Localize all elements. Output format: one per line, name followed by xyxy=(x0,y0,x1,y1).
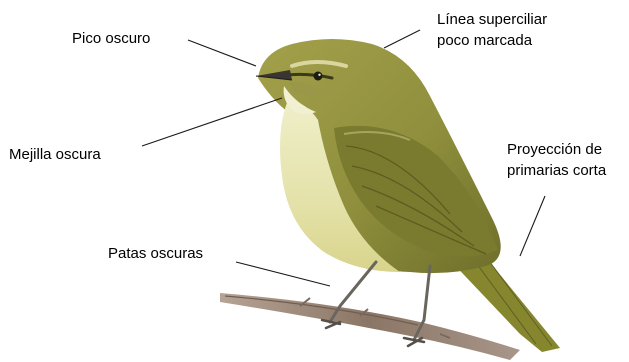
label-linea-superciliar: Línea superciliar poco marcada xyxy=(437,9,547,51)
label-proyeccion-line-1: Proyección de xyxy=(507,139,606,160)
branch xyxy=(220,293,520,360)
leader-line-mejilla xyxy=(142,98,282,146)
label-proyeccion-line-2: primarias corta xyxy=(507,160,606,181)
label-patas-oscuras: Patas oscuras xyxy=(108,243,203,264)
label-linea-line-2: poco marcada xyxy=(437,30,547,51)
label-linea-line-1: Línea superciliar xyxy=(437,9,547,30)
leader-line-pico xyxy=(188,40,256,66)
label-proyeccion-primarias: Proyección de primarias corta xyxy=(507,139,606,181)
leader-line-linea xyxy=(384,30,420,48)
leader-line-proyeccion xyxy=(520,196,545,256)
label-mejilla-oscura: Mejilla oscura xyxy=(9,144,101,165)
label-pico-oscuro: Pico oscuro xyxy=(72,28,150,49)
leader-line-patas xyxy=(236,262,330,286)
